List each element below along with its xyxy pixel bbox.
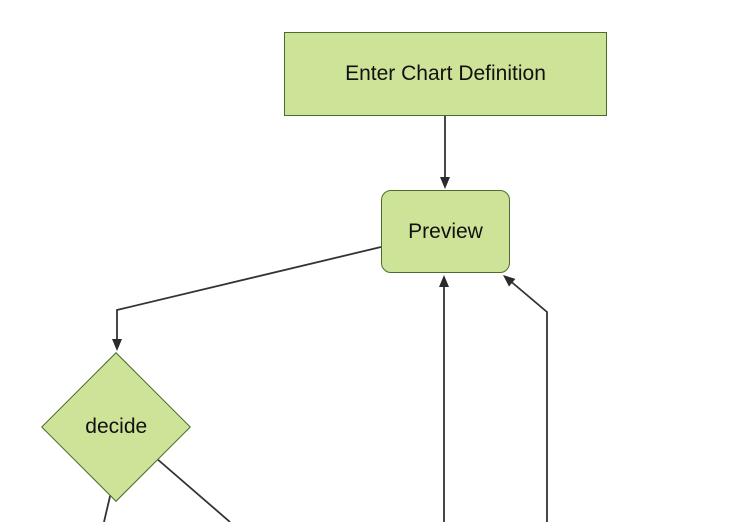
node-enter-chart-definition-label: Enter Chart Definition — [345, 62, 546, 86]
edge-decide-down-left — [103, 491, 112, 522]
node-enter-chart-definition: Enter Chart Definition — [284, 32, 607, 116]
node-preview: Preview — [381, 190, 510, 273]
arrowhead-return-to-preview-bottom — [439, 275, 449, 287]
edge-return-to-preview-corner — [507, 278, 548, 522]
node-decide-label: decide — [85, 415, 147, 439]
edge-preview-to-decide — [116, 246, 382, 340]
edge-decide-down-right — [155, 457, 231, 522]
node-preview-label: Preview — [408, 219, 483, 243]
arrowhead-preview-to-decide — [112, 339, 122, 351]
arrowhead-return-to-preview-corner — [503, 275, 516, 287]
arrowhead-enter-to-preview — [440, 177, 450, 189]
